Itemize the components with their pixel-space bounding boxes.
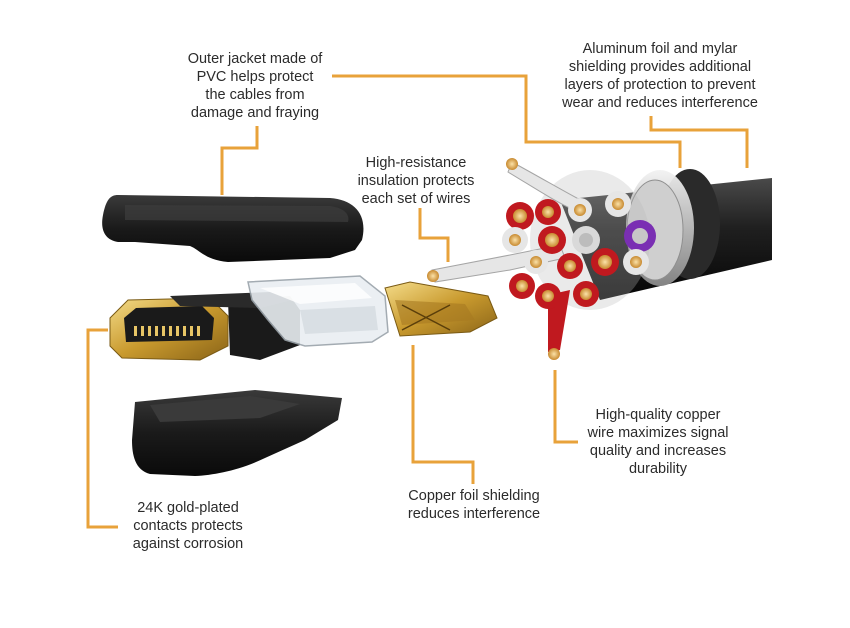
bottom-housing-shell — [132, 390, 342, 476]
clear-strain-relief — [247, 275, 389, 347]
callout-copper-foil: Copper foil shielding reduces interferen… — [407, 488, 541, 522]
leader-insulation — [418, 208, 450, 262]
leader-outer-jacket — [220, 126, 259, 195]
callout-outer-jacket: Outer jacket made of PVC helps protect t… — [187, 51, 323, 121]
top-housing-shell — [102, 195, 364, 262]
leader-foil-1 — [332, 74, 682, 168]
callout-copper-wire: High-quality copper wire maximizes signa… — [587, 407, 729, 477]
leader-copper-wire — [553, 370, 578, 444]
cable-cross-section-icon — [427, 158, 772, 360]
leader-gold-contacts — [86, 328, 118, 529]
wire-ends — [502, 191, 656, 309]
leader-foil-2 — [649, 116, 749, 168]
leader-copper-foil — [411, 345, 475, 484]
copper-foil-cap — [384, 281, 498, 337]
callout-insulation: High-resistance insulation protects each… — [357, 155, 475, 207]
callout-foil-shielding: Aluminum foil and mylar shielding provid… — [562, 41, 758, 111]
callout-gold-contacts: 24K gold-plated contacts protects agains… — [132, 500, 244, 552]
leader-lines — [86, 74, 749, 529]
